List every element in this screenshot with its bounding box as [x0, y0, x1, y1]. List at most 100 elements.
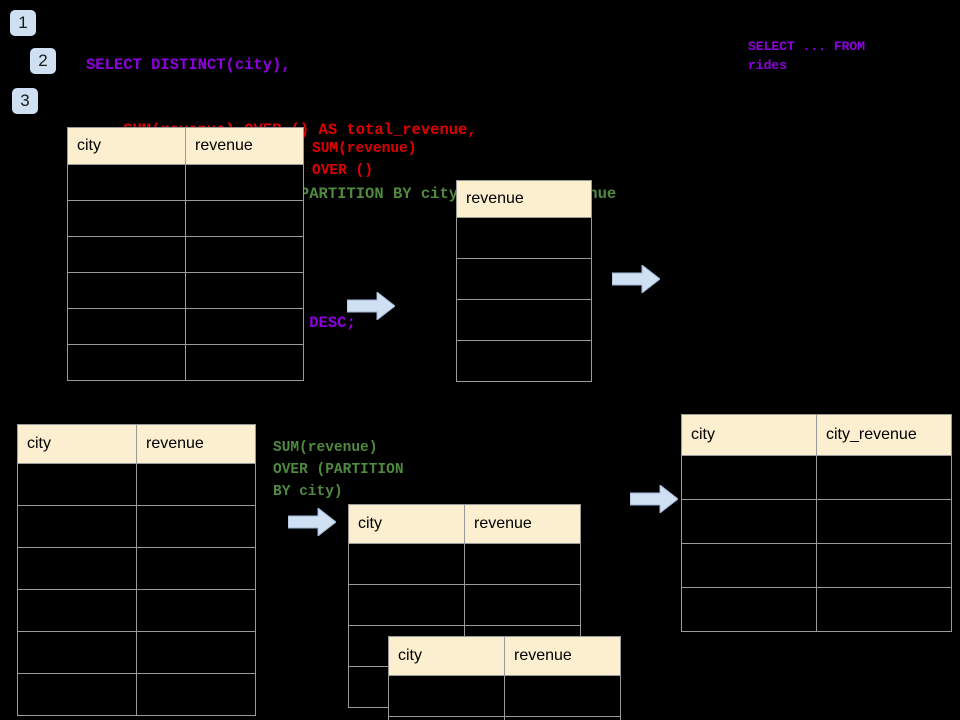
table-header-row: city revenue	[67, 127, 304, 165]
table-cell	[67, 236, 186, 273]
column-header-city-revenue: city_revenue	[816, 414, 952, 456]
table-row	[67, 308, 304, 345]
table-cell	[185, 200, 304, 237]
table-body	[67, 164, 304, 381]
table-cell	[816, 499, 952, 544]
step-badge-1: 1	[10, 10, 36, 36]
table-cell	[17, 547, 137, 590]
column-header-revenue: revenue	[464, 504, 581, 544]
table-cell	[456, 299, 592, 341]
step-badge-3: 3	[12, 88, 38, 114]
table-row	[17, 673, 256, 716]
table-header-row: revenue	[456, 180, 592, 218]
arrow-bottom-1	[288, 508, 336, 536]
column-header-revenue: revenue	[136, 424, 256, 464]
table-cell	[185, 272, 304, 309]
table-partition-front: city revenue	[388, 636, 621, 720]
table-header-row: city revenue	[17, 424, 256, 464]
table-row	[17, 589, 256, 632]
table-cell	[136, 505, 256, 548]
table-row	[681, 499, 952, 544]
table-header-row: city revenue	[348, 504, 581, 544]
table-cell	[67, 344, 186, 381]
table-row	[17, 631, 256, 674]
table-cell	[136, 673, 256, 716]
column-header-city: city	[388, 636, 505, 676]
column-header-city: city	[17, 424, 137, 464]
table-cell	[136, 463, 256, 506]
table-cell	[388, 716, 505, 720]
column-header-city: city	[348, 504, 465, 544]
table-row	[67, 272, 304, 309]
table-cell	[681, 543, 817, 588]
table-cell	[17, 463, 137, 506]
table-row	[681, 587, 952, 632]
table-rides-top: city revenue	[67, 127, 304, 381]
table-body	[17, 463, 256, 716]
table-body	[456, 217, 592, 382]
table-cell	[504, 675, 621, 717]
table-cell	[464, 543, 581, 585]
table-cell	[348, 584, 465, 626]
table-row	[348, 584, 581, 626]
table-cell	[681, 587, 817, 632]
table-rides-bottom: city revenue	[17, 424, 256, 716]
table-row	[456, 217, 592, 259]
table-cell	[17, 631, 137, 674]
table-header-row: city city_revenue	[681, 414, 952, 456]
table-cell	[185, 344, 304, 381]
table-row	[17, 463, 256, 506]
table-header-row: city revenue	[388, 636, 621, 676]
table-row	[388, 675, 621, 717]
table-row	[67, 164, 304, 201]
table-cell	[456, 258, 592, 300]
table-cell	[185, 308, 304, 345]
table-cell	[816, 587, 952, 632]
table-row	[388, 716, 621, 720]
column-header-revenue: revenue	[456, 180, 592, 218]
table-cell	[816, 455, 952, 500]
table-cell	[816, 543, 952, 588]
table-row	[67, 200, 304, 237]
annotation-base-select: SELECT ... FROM rides	[748, 39, 866, 73]
table-cell	[136, 589, 256, 632]
table-body	[388, 675, 621, 720]
table-cell	[388, 675, 505, 717]
table-row	[456, 340, 592, 382]
table-row	[17, 505, 256, 548]
table-cell	[504, 716, 621, 720]
arrow-top-1	[347, 292, 395, 320]
table-cell	[17, 505, 137, 548]
table-row	[67, 344, 304, 381]
table-row	[348, 543, 581, 585]
table-cell	[136, 631, 256, 674]
table-cell	[67, 308, 186, 345]
table-cell	[456, 217, 592, 259]
table-cell	[67, 272, 186, 309]
table-row	[17, 547, 256, 590]
table-row	[67, 236, 304, 273]
table-cell	[67, 200, 186, 237]
table-total-revenue: revenue	[456, 180, 592, 382]
arrow-bottom-2	[630, 485, 678, 513]
table-cell	[185, 236, 304, 273]
table-cell	[456, 340, 592, 382]
table-partition-back: city revenue	[348, 504, 581, 708]
table-row	[681, 455, 952, 500]
column-header-city: city	[67, 127, 186, 165]
step-badge-2: 2	[30, 48, 56, 74]
arrow-top-2	[612, 265, 660, 293]
table-row	[456, 299, 592, 341]
table-cell	[185, 164, 304, 201]
annotation-over-empty: SUM(revenue) OVER ()	[312, 141, 417, 179]
annotation-over-partition: SUM(revenue) OVER (PARTITION BY city)	[273, 440, 404, 500]
table-final-result: city city_revenue	[681, 414, 952, 632]
table-cell	[681, 499, 817, 544]
table-cell	[681, 455, 817, 500]
table-cell	[17, 673, 137, 716]
table-cell	[464, 584, 581, 626]
table-row	[681, 543, 952, 588]
table-cell	[348, 543, 465, 585]
table-cell	[136, 547, 256, 590]
